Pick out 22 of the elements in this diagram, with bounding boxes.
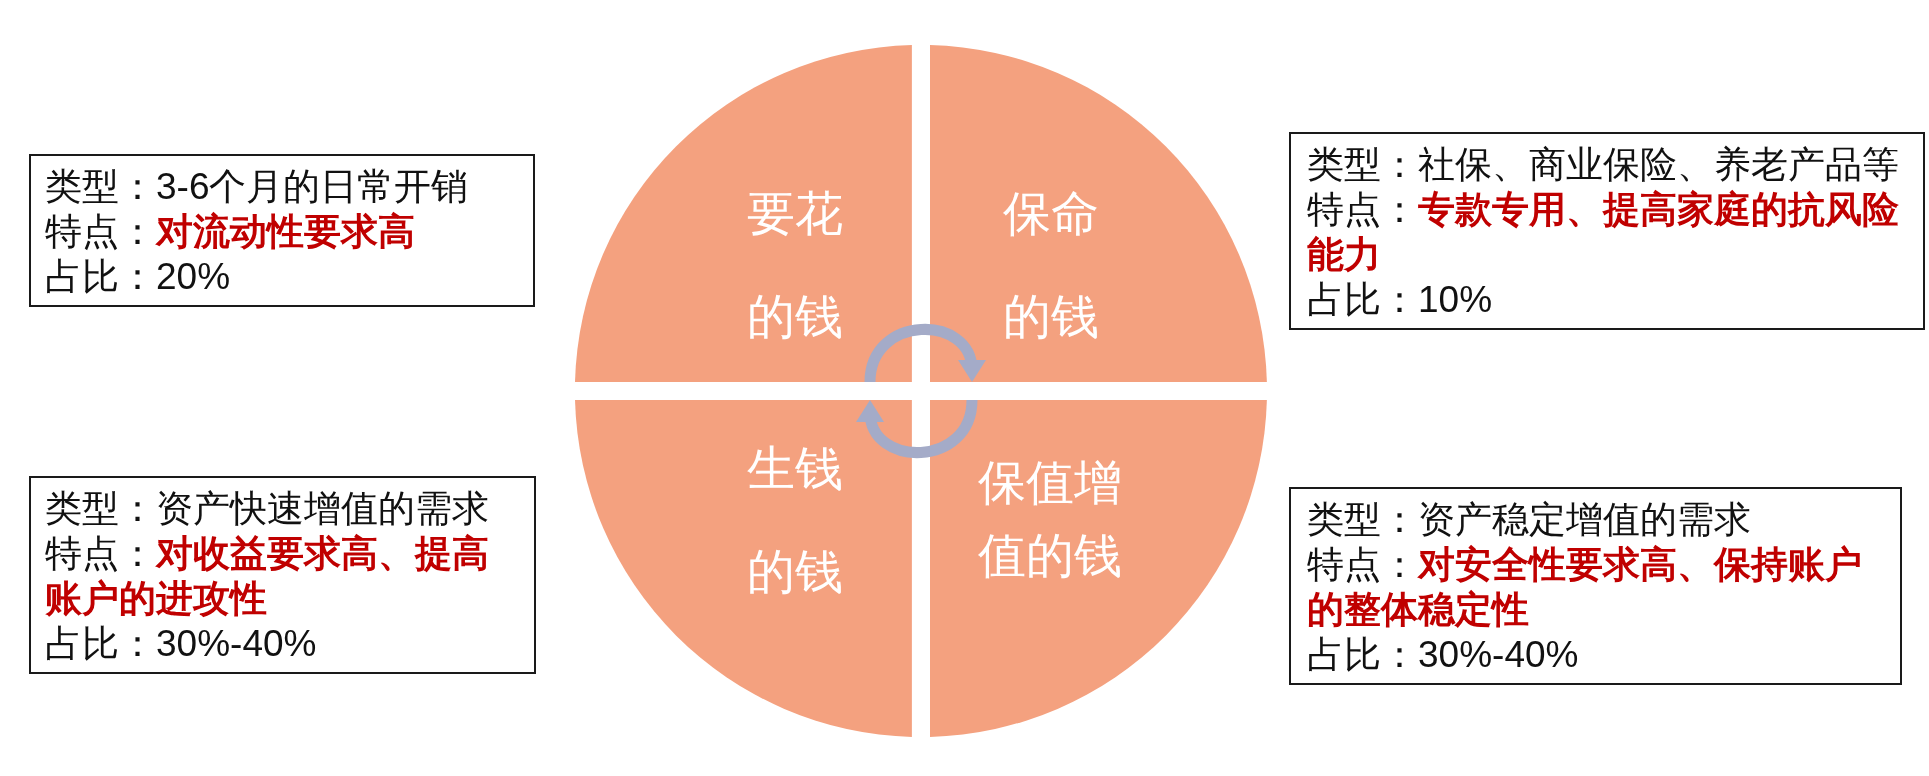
- feature-text: 特点：对安全性要求高、保持账户的整体稳定性: [1307, 543, 1863, 632]
- ratio-text: 占比：30%-40%: [45, 622, 317, 666]
- curved-arrow: [864, 324, 985, 383]
- quadrant-label: 生钱的钱: [746, 441, 844, 600]
- type-text: 类型：资产快速增值的需求: [45, 487, 489, 531]
- quadrant-label: 要花的钱: [746, 186, 844, 345]
- feature-text: 特点：专款专用、提高家庭的抗风险能力: [1307, 188, 1900, 277]
- info-box: [29, 154, 535, 307]
- ratio-text: 占比：30%-40%: [1307, 633, 1579, 677]
- quadrant-label: 保值增值的钱: [977, 455, 1123, 584]
- info-box: [1289, 132, 1925, 330]
- feature-text: 特点：对流动性要求高: [45, 210, 415, 254]
- type-text: 类型：3-6个月的日常开销: [45, 165, 469, 209]
- info-box: [1289, 487, 1902, 685]
- info-box: [29, 476, 536, 674]
- ratio-text: 占比：20%: [45, 255, 231, 299]
- curved-arrow: [857, 399, 978, 458]
- type-text: 类型：资产稳定增值的需求: [1307, 498, 1751, 542]
- feature-text: 特点：对收益要求高、提高账户的进攻性: [45, 532, 490, 621]
- quadrant-label: 保命的钱: [1002, 186, 1100, 345]
- ratio-text: 占比：10%: [1307, 278, 1493, 322]
- type-text: 类型：社保、商业保险、养老产品等: [1307, 143, 1899, 187]
